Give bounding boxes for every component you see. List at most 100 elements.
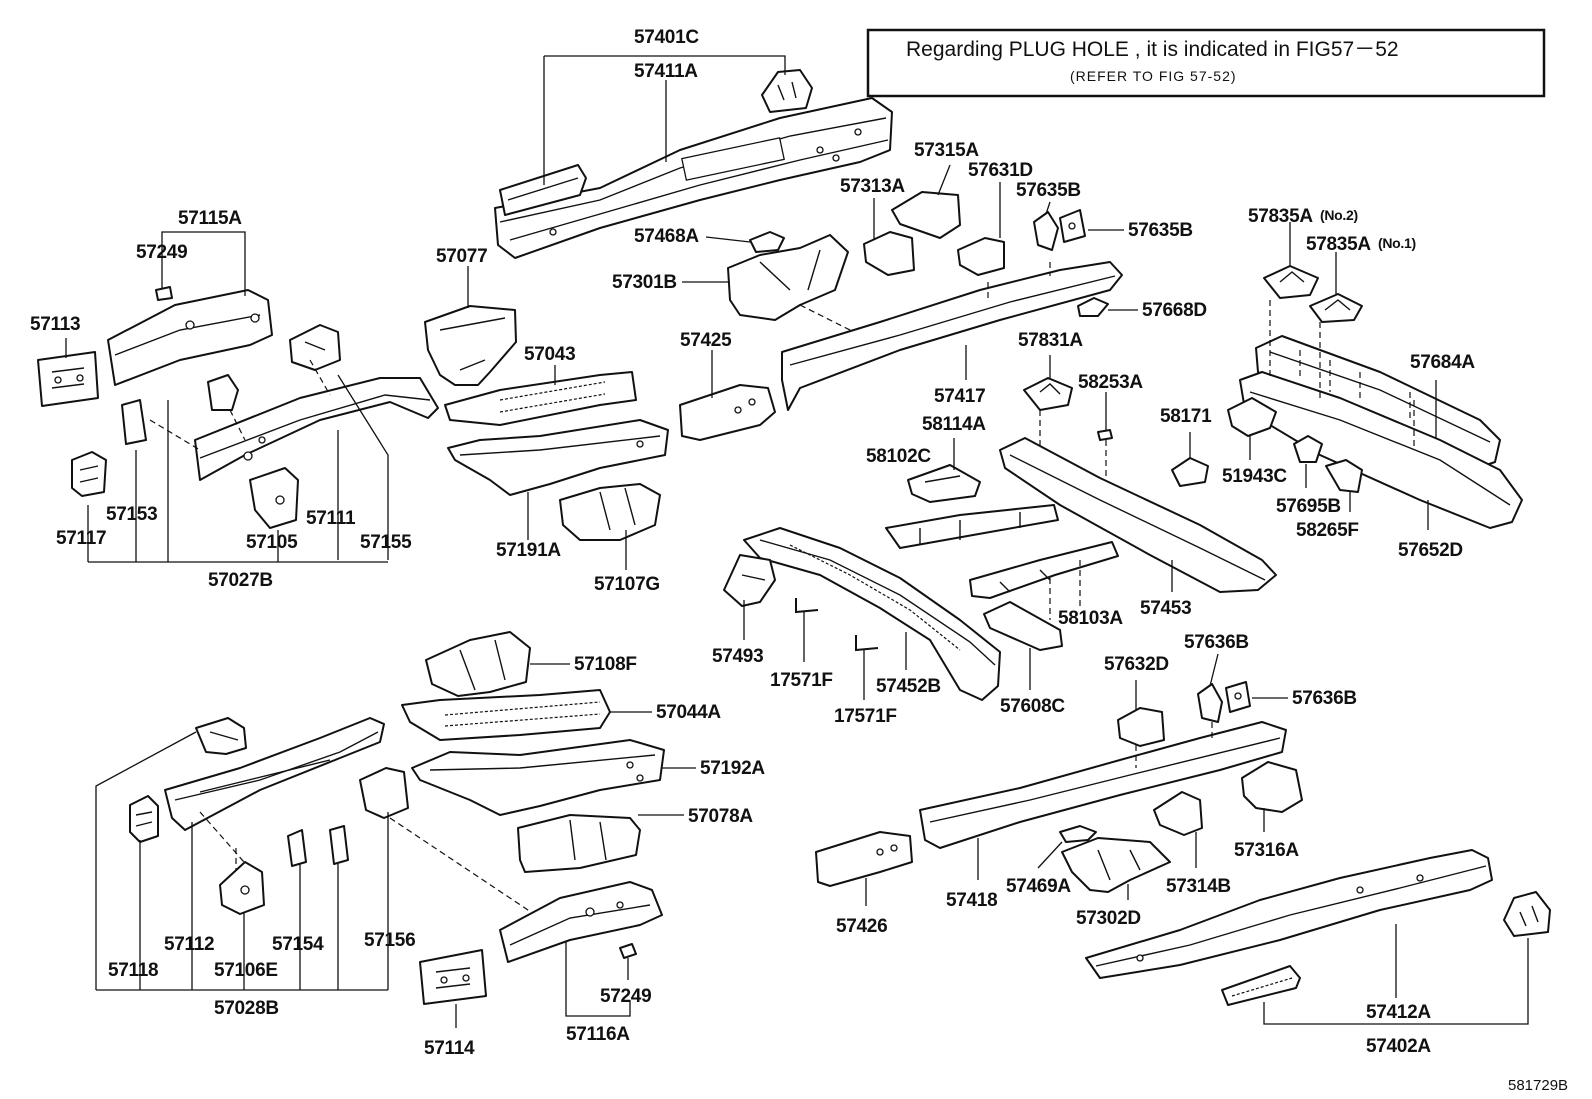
bracket-57027B [87,400,388,563]
label-57314B: 57314B [1166,876,1231,897]
leader-57636B-top [1209,653,1219,687]
figure-code: 581729B [1508,1077,1568,1094]
label-57044A: 57044A [656,702,721,723]
part-57191A [447,419,669,496]
label-57115A: 57115A [178,208,242,229]
label-58253A: 58253A [1078,372,1143,393]
part-57316A [1241,761,1303,813]
label-57636B-right: 57636B [1292,688,1357,709]
part-57315A [891,191,961,239]
label-57835A-no2-sub: (No.2) [1320,207,1358,223]
part-57835A-no2 [1263,265,1319,299]
part-57302D [1061,837,1171,893]
part-57117 [71,451,107,497]
part-58103A [969,541,1119,599]
label-57652D: 57652D [1398,540,1463,561]
part-57401C-bracket [761,69,813,113]
part-57107G [559,483,661,541]
part-57402A-bracket [1503,891,1551,937]
part-57043 [444,371,637,426]
label-57111: 57111 [306,508,356,529]
leader-57315A [937,164,951,196]
label-57154: 57154 [272,934,324,955]
part-58253A [1097,429,1113,441]
bracket-57116A [565,942,631,1017]
label-57425: 57425 [680,330,732,351]
part-57493 [723,554,776,607]
part-57044A [401,689,611,741]
part-57417 [781,261,1123,411]
part-57636B-a [1197,683,1223,723]
part-57108F [425,631,531,697]
part-57412A [1085,849,1493,979]
label-57316A: 57316A [1234,840,1299,861]
part-57668D [1077,297,1109,317]
label-57156: 57156 [364,930,415,951]
part-58265F [1325,459,1363,493]
part-57632D [1117,707,1165,747]
label-57107G: 57107G [594,574,660,595]
label-58102C: 58102C [866,446,931,467]
label-57028B: 57028B [214,998,279,1019]
part-57249-top [155,286,173,301]
label-57469A: 57469A [1006,876,1071,897]
label-57192A: 57192A [700,758,765,779]
label-57116A: 57116A [566,1024,630,1045]
label-57635B-right: 57635B [1128,220,1193,241]
part-57301B [727,234,849,321]
part-58102C [885,504,1059,549]
label-17571F-b: 17571F [834,706,897,727]
label-57452B: 57452B [876,676,941,697]
part-57105 [249,467,299,529]
part-57608C [983,601,1063,651]
plug-hole-note: Regarding PLUG HOLE , it is indicated in… [866,28,1546,98]
label-57315A: 57315A [914,140,979,161]
part-57113 [37,351,99,407]
label-57632D: 57632D [1104,654,1169,675]
label-57631D: 57631D [968,160,1033,181]
label-57417: 57417 [934,386,985,407]
label-57113: 57113 [30,314,80,335]
label-58114A: 58114A [922,414,986,435]
part-57635B-a [1033,211,1059,251]
assembly-guides-57028B [199,811,541,919]
label-57249-bottom: 57249 [600,986,651,1007]
part-57652D [1239,300,1523,529]
label-57108F: 57108F [574,654,637,675]
assembly-guides-57027B [149,359,331,451]
part-17571F-a [795,598,819,614]
part-57695B [1293,435,1323,463]
label-57835A-no1-sub: (No.1) [1378,235,1416,251]
part-57153 [121,399,147,445]
part-57468A [749,231,785,253]
part-57192A [411,739,665,816]
label-57684A: 57684A [1410,352,1475,373]
part-57115A [107,289,273,386]
guide-57301B-57417 [799,304,861,336]
label-57426: 57426 [836,916,887,937]
label-57153: 57153 [106,504,157,525]
leader-57635B-top [1045,201,1051,215]
part-57425 [679,384,776,441]
part-57112-bracket [195,717,247,755]
part-57111-rail [194,377,439,481]
label-57043: 57043 [524,344,575,365]
part-57112-rail [164,717,385,831]
label-57078A: 57078A [688,806,753,827]
part-57249-bottom [619,943,637,959]
label-57302D: 57302D [1076,908,1141,929]
leader-57469A [1037,841,1063,869]
bracket-57402A [1263,938,1529,1025]
label-57402A: 57402A [1366,1036,1431,1057]
part-57401C [499,164,587,216]
label-57668D: 57668D [1142,300,1207,321]
part-57106E [219,861,265,915]
part-57835A-no1 [1309,293,1363,323]
label-57118: 57118 [108,960,158,981]
leader-57111-57155 [337,374,389,560]
label-57191A: 57191A [496,540,561,561]
label-57249-top: 57249 [136,242,187,263]
part-57116A [499,881,663,963]
label-57401C: 57401C [634,27,699,48]
label-57493: 57493 [712,646,763,667]
